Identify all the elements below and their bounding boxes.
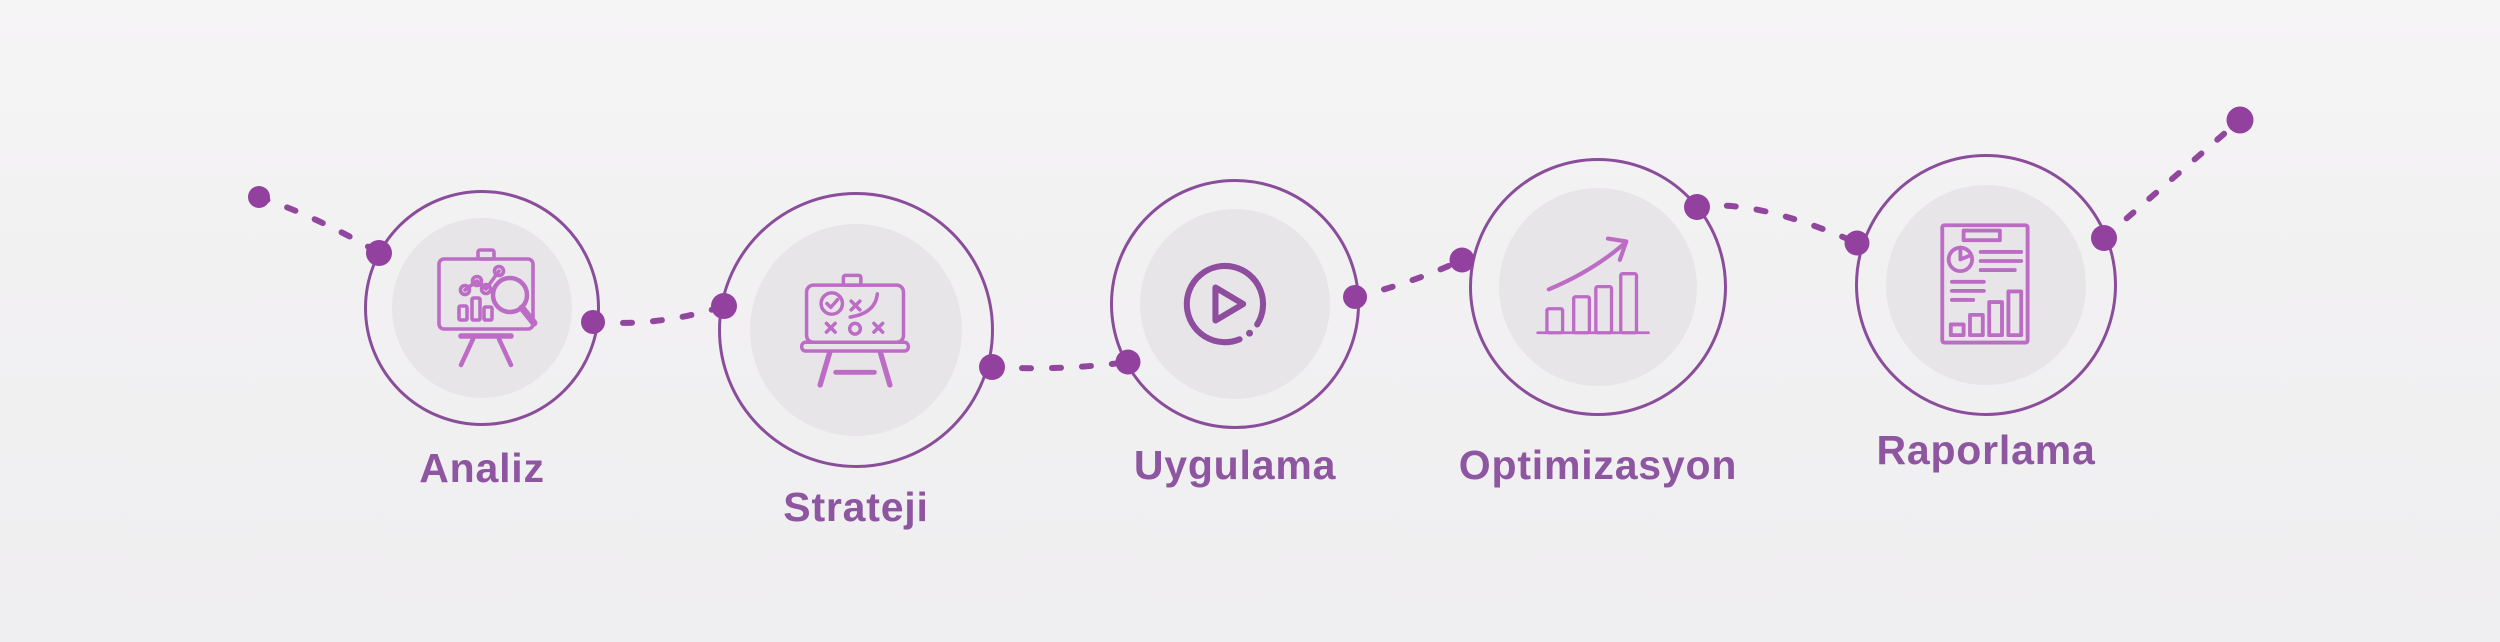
growth-bars-arrow-icon	[1536, 236, 1650, 335]
milestone-dot	[2091, 225, 2117, 251]
step-circle-outline	[1469, 158, 1727, 416]
step-label: Raporlama	[1876, 427, 2096, 473]
analysis-chart-board-icon	[437, 248, 538, 368]
step-label: Uygulama	[1133, 442, 1337, 488]
milestone-dot	[1844, 230, 1870, 256]
milestone-dot	[979, 354, 1005, 380]
dashed-segments	[256, 117, 2243, 372]
step-raporlama: Raporlama	[1855, 154, 2117, 473]
step-circle-background	[1140, 209, 1330, 399]
step-circle-outline	[1855, 154, 2117, 416]
step-label: Strateji	[783, 484, 929, 530]
dash-segment-2-3	[989, 359, 1131, 372]
play-button-icon	[1183, 262, 1267, 346]
step-circle-background	[1886, 185, 2086, 385]
step-circle-outline	[364, 190, 600, 426]
dash-segment-start	[256, 194, 382, 256]
step-circle-background	[392, 218, 572, 398]
milestone-dot	[1684, 194, 1710, 220]
milestone-dot	[1115, 349, 1141, 375]
milestone-dot	[2226, 106, 2254, 134]
step-uygulama: Uygulama	[1110, 179, 1360, 488]
step-analiz: Analiz	[364, 190, 600, 491]
milestone-dot	[581, 310, 605, 334]
milestone-dot	[248, 186, 270, 208]
step-label: Optimizasyon	[1458, 442, 1738, 488]
step-circle-outline	[718, 192, 994, 468]
milestone-dots	[248, 106, 2254, 380]
step-optimizasyon: Optimizasyon	[1459, 158, 1736, 488]
milestone-dot	[1343, 285, 1367, 309]
dash-segment-1-2	[590, 303, 727, 326]
dash-segment-4-5	[1694, 202, 1860, 246]
step-circle-background	[750, 224, 962, 436]
report-document-icon	[1940, 223, 2030, 345]
milestone-dot	[711, 293, 737, 319]
step-strateji: Strateji	[718, 192, 994, 530]
milestone-dot	[366, 240, 392, 266]
dash-segment-3-4	[1352, 257, 1465, 300]
dash-segment-end	[2101, 117, 2243, 241]
step-label: Analiz	[419, 445, 545, 491]
strategy-board-icon	[799, 273, 911, 388]
milestone-dot	[1449, 247, 1475, 273]
